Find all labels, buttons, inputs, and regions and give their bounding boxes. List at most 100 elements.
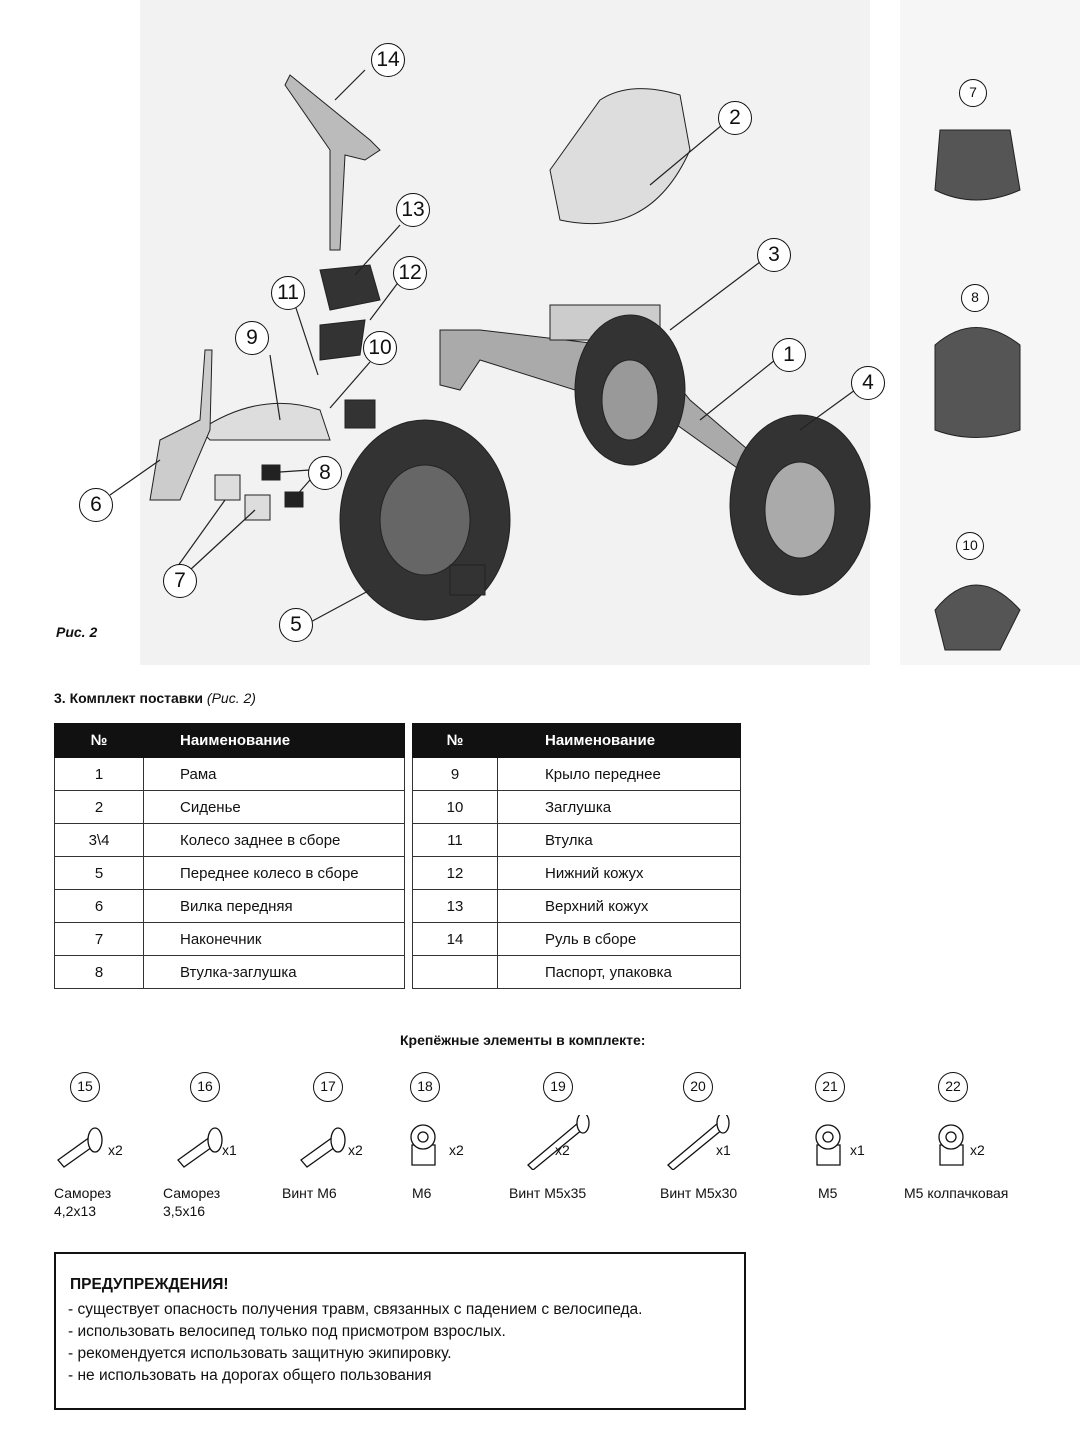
fastener-number: 15 bbox=[70, 1072, 100, 1102]
part-name: Верхний кожух bbox=[497, 889, 741, 923]
fastener-qty: x2 bbox=[555, 1142, 570, 1158]
header-num: № bbox=[54, 723, 144, 758]
callout-number: 8 bbox=[308, 456, 342, 490]
part-number: 6 bbox=[54, 889, 144, 923]
callout-number: 13 bbox=[396, 193, 430, 227]
fastener-label-line1: М5 колпачковая bbox=[904, 1185, 1009, 1201]
fastener-qty: x1 bbox=[716, 1142, 731, 1158]
callout-number: 7 bbox=[163, 564, 197, 598]
fastener-qty: x1 bbox=[850, 1142, 865, 1158]
callout-number: 6 bbox=[79, 488, 113, 522]
part-name: Колесо заднее в сборе bbox=[143, 823, 405, 857]
table-row: 5 Переднее колесо в сборе bbox=[54, 856, 405, 890]
part-name: Заглушка bbox=[497, 790, 741, 824]
fastener-number: 21 bbox=[815, 1072, 845, 1102]
warning-line: - существует опасность получения травм, … bbox=[68, 1301, 643, 1318]
part-number: 7 bbox=[54, 922, 144, 956]
fastener-qty: x2 bbox=[348, 1142, 363, 1158]
fastener-number: 20 bbox=[683, 1072, 713, 1102]
fastener-label: М6 bbox=[412, 1184, 431, 1202]
part-number: 14 bbox=[412, 922, 498, 956]
fastener-label: Саморез 4,2x13 bbox=[54, 1184, 111, 1220]
part-name: Сиденье bbox=[143, 790, 405, 824]
fastener-label: М5 bbox=[818, 1184, 837, 1202]
part-name: Наконечник bbox=[143, 922, 405, 956]
fastener-icon bbox=[300, 1127, 346, 1168]
part-name: Руль в сборе bbox=[497, 922, 741, 956]
part-number: 5 bbox=[54, 856, 144, 890]
callout-number: 5 bbox=[279, 608, 313, 642]
fastener-qty: x2 bbox=[108, 1142, 123, 1158]
warnings-box: ПРЕДУПРЕЖДЕНИЯ! - существует опасность п… bbox=[54, 1252, 746, 1410]
fastener-number: 19 bbox=[543, 1072, 573, 1102]
callout-number: 4 bbox=[851, 366, 885, 400]
part-number: 8 bbox=[54, 955, 144, 989]
fastener-number: 18 bbox=[410, 1072, 440, 1102]
fastener-label-line1: М5 bbox=[818, 1185, 838, 1201]
fastener-qty: x2 bbox=[449, 1142, 464, 1158]
part-name: Паспорт, упаковка bbox=[497, 955, 741, 989]
part-number: 2 bbox=[54, 790, 144, 824]
warnings-title: ПРЕДУПРЕЖДЕНИЯ! bbox=[70, 1276, 229, 1293]
header-name: Наименование bbox=[497, 723, 741, 758]
fastener-label-line1: Саморез bbox=[54, 1185, 112, 1201]
header-num: № bbox=[412, 723, 498, 758]
part-name: Переднее колесо в сборе bbox=[143, 856, 405, 890]
part-number bbox=[412, 955, 498, 989]
callout-number: 10 bbox=[363, 331, 397, 365]
callout-number: 11 bbox=[271, 276, 305, 310]
part-name: Втулка bbox=[497, 823, 741, 857]
callout-number: 2 bbox=[718, 101, 752, 135]
part-name: Нижний кожух bbox=[497, 856, 741, 890]
fastener-qty: x2 bbox=[970, 1142, 985, 1158]
fastener-label-line1: Саморез bbox=[163, 1185, 221, 1201]
fastener-icon bbox=[938, 1124, 964, 1166]
part-name: Крыло переднее bbox=[497, 757, 741, 791]
fastener-icon bbox=[57, 1127, 103, 1168]
section-figure-ref: (Рис. 2) bbox=[206, 690, 256, 706]
fastener-qty: x1 bbox=[222, 1142, 237, 1158]
table-row: Паспорт, упаковка bbox=[412, 955, 741, 989]
fastener-label: Винт М6 bbox=[282, 1184, 337, 1202]
fastener-icon bbox=[815, 1124, 841, 1166]
part-number: 10 bbox=[412, 790, 498, 824]
fastener-label: Винт М5x30 bbox=[660, 1184, 737, 1202]
fastener-icon bbox=[667, 1115, 730, 1170]
header-name: Наименование bbox=[143, 723, 405, 758]
warning-line: - использовать велосипед только под прис… bbox=[68, 1323, 506, 1340]
fastener-label-line1: Винт М5x30 bbox=[660, 1185, 738, 1201]
part-number: 11 bbox=[412, 823, 498, 857]
fastener-label-line2: 4,2x13 bbox=[54, 1203, 97, 1219]
fastener-label-line1: М6 bbox=[412, 1185, 432, 1201]
section-title-text: 3. Комплект поставки bbox=[54, 690, 204, 706]
part-number: 3\4 bbox=[54, 823, 144, 857]
part-name: Вилка передняя bbox=[143, 889, 405, 923]
section-title: 3. Комплект поставки (Рис. 2) bbox=[54, 690, 256, 706]
fastener-label-line1: Винт М6 bbox=[282, 1185, 337, 1201]
part-number: 12 bbox=[412, 856, 498, 890]
fastener-label: М5 колпачковая bbox=[904, 1184, 1008, 1202]
warning-line: - не использовать на дорогах общего поль… bbox=[68, 1367, 432, 1384]
warning-line: - рекомендуется использовать защитную эк… bbox=[68, 1345, 452, 1362]
fastener-icon bbox=[410, 1124, 436, 1166]
callout-number: 7 bbox=[959, 79, 987, 107]
part-name: Рама bbox=[143, 757, 405, 791]
callout-number: 12 bbox=[393, 256, 427, 290]
callout-number: 8 bbox=[961, 284, 989, 312]
callout-number: 9 bbox=[235, 321, 269, 355]
fastener-label-line1: Винт М5x35 bbox=[509, 1185, 587, 1201]
part-number: 1 bbox=[54, 757, 144, 791]
figure-caption: Рис. 2 bbox=[56, 624, 98, 640]
part-number: 13 bbox=[412, 889, 498, 923]
